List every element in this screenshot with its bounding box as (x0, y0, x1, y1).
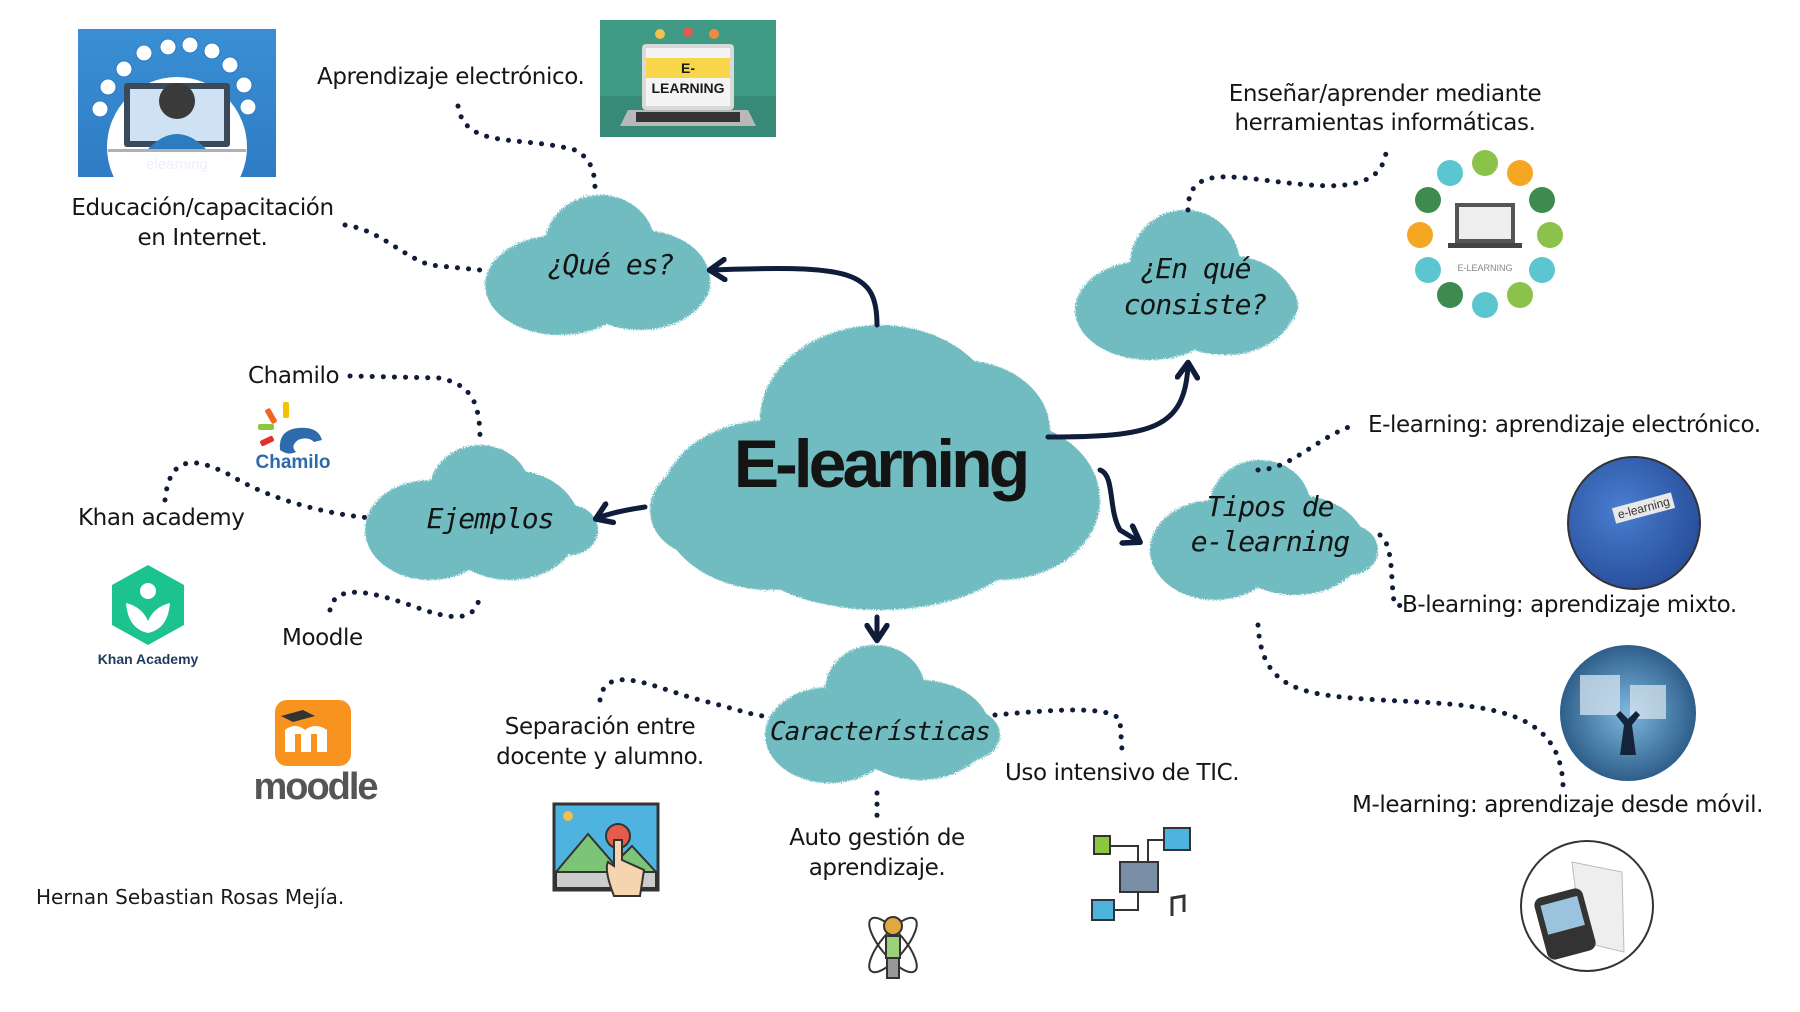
label-educacion-line1: Educación/capacitación (71, 195, 334, 221)
mobile-learning-image (1520, 840, 1654, 972)
label-auto-gestion-line2: aprendizaje. (808, 855, 946, 881)
laptop-banner-text: E-LEARNING (646, 58, 730, 96)
cloud-que-es (485, 195, 710, 335)
arrow-to-ejemplos (598, 507, 648, 518)
label-separacion-line2: docente y alumno. (496, 744, 704, 770)
dots-tipos-to-mlearning (1255, 622, 1566, 788)
cloud-tipos (1150, 460, 1378, 600)
label-m-learning-type: M-learning: aprendizaje desde móvil. (1352, 792, 1763, 818)
caracteristicas-node-label: Características (770, 717, 991, 747)
ict-network-icon (1088, 826, 1194, 924)
cloud-center (650, 325, 1100, 610)
elearning-person-image: elearning (78, 29, 276, 177)
label-uso-tic: Uso intensivo de TIC. (1005, 760, 1240, 786)
cloud-en-que-consiste (1075, 210, 1298, 360)
label-moodle: Moodle (282, 625, 363, 651)
touch-screen-icon (552, 800, 662, 900)
dots-que-es-to-educacion (342, 222, 483, 273)
center-node-label: E-learning (733, 426, 1031, 502)
tipos-node-line2: e-learning (1190, 525, 1351, 558)
label-educacion-line2: en Internet. (137, 225, 268, 251)
cloud-ejemplos (365, 445, 598, 580)
cloud-caracteristicas (765, 645, 1000, 783)
author-credit: Hernan Sebastian Rosas Mejía. (36, 885, 345, 909)
dots-caract-to-separacion (597, 677, 768, 719)
label-e-learning-type: E-learning: aprendizaje electrónico. (1368, 412, 1761, 438)
blended-learning-image (1560, 645, 1696, 781)
globe-elearning-image: e-learning (1567, 456, 1701, 590)
elearning-icons-circle-image: E-LEARNING (1400, 145, 1570, 325)
label-ensenar-line2: herramientas informáticas. (1234, 110, 1536, 136)
label-b-learning-type: B-learning: aprendizaje mixto. (1402, 592, 1737, 618)
self-management-icon (856, 908, 930, 982)
dots-tipos-to-elearning (1255, 422, 1358, 473)
en-que-consiste-node-line2: consiste? (1123, 288, 1268, 321)
label-auto-gestion-line1: Auto gestión de (789, 825, 965, 851)
label-khan-academy: Khan academy (78, 505, 245, 531)
elearning-laptop-image: E-LEARNING (600, 20, 776, 137)
moodle-logo: moodle (245, 700, 385, 810)
dots-consiste-to-ensenar (1185, 142, 1390, 213)
globe-tag-text: e-learning (1611, 492, 1676, 524)
arrow-to-tipos (1097, 467, 1138, 541)
tipos-node-line1: Tipos de (1206, 490, 1335, 523)
elearning-person-caption: elearning (146, 156, 208, 173)
moodle-logo-text: moodle (253, 766, 378, 808)
label-aprendizaje-electronico: Aprendizaje electrónico. (317, 64, 585, 90)
khan-academy-logo: Khan Academy (88, 563, 208, 673)
en-que-consiste-node-line1: ¿En qué (1139, 252, 1251, 285)
arrow-to-que-es (712, 269, 880, 328)
que-es-node-label: ¿Qué es? (546, 248, 675, 281)
dots-ejemplos-to-moodle (327, 589, 483, 620)
label-ensenar-line1: Enseñar/aprender mediante (1228, 81, 1542, 107)
ejemplos-node-label: Ejemplos (426, 502, 555, 535)
khan-academy-logo-text: Khan Academy (97, 651, 199, 667)
arrow-to-en-que-consiste (1045, 365, 1188, 440)
label-chamilo: Chamilo (248, 363, 340, 389)
dots-ejemplos-to-khan (162, 460, 375, 521)
chamilo-logo: Chamilo (248, 400, 338, 480)
chamilo-logo-text: Chamilo (255, 452, 331, 473)
dots-que-es-to-aprendizaje (455, 103, 598, 195)
dots-caract-to-uso-tic (992, 707, 1125, 753)
label-separacion-line1: Separación entre (504, 714, 696, 740)
icons-circle-caption: E-LEARNING (1457, 263, 1513, 273)
dots-ejemplos-to-chamilo (347, 373, 483, 443)
